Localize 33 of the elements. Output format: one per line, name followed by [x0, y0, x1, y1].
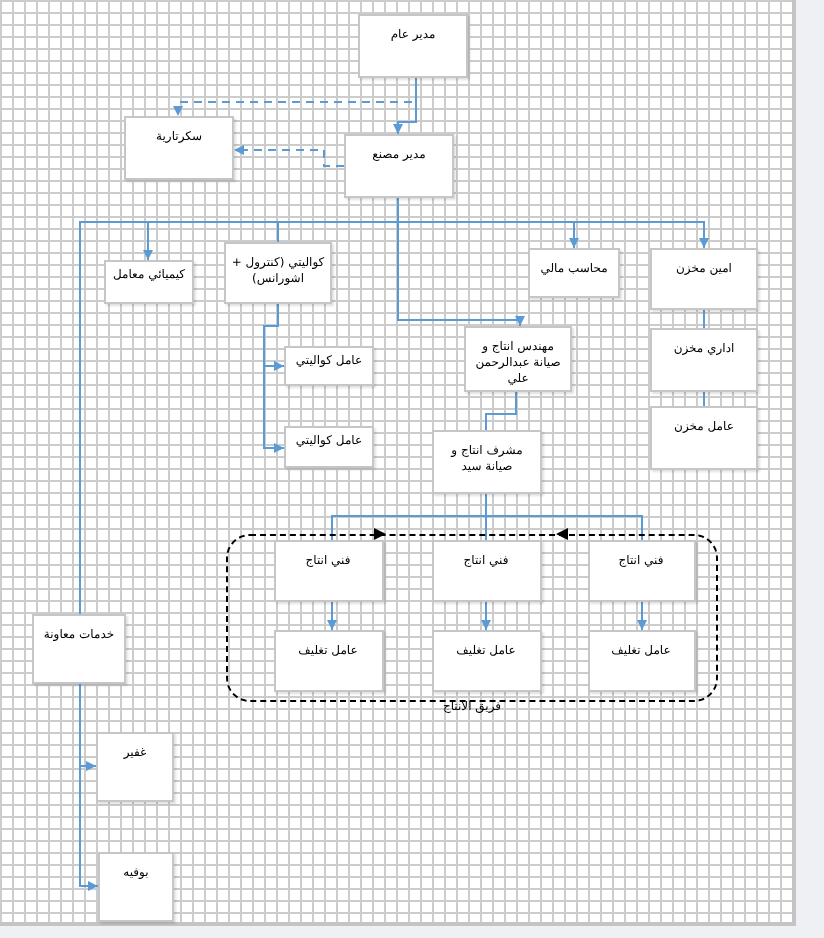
org-box [358, 14, 468, 78]
org-box [650, 406, 758, 470]
org-box [431, 539, 541, 601]
org-box [96, 732, 174, 802]
org-box [464, 326, 572, 392]
connector-arrow [637, 601, 647, 631]
org-box [224, 242, 332, 304]
org-box [650, 248, 758, 310]
org-box [344, 134, 454, 198]
connector-arrow [79, 683, 99, 891]
org-box [104, 260, 194, 304]
connector-arrow [327, 601, 337, 631]
org-box [587, 539, 695, 601]
org-box [284, 426, 374, 468]
org-box [432, 430, 542, 494]
connector-arrow [233, 145, 345, 167]
connector-line [703, 309, 705, 329]
org-box [98, 852, 174, 922]
connector-arrow [263, 303, 285, 453]
connector-line [703, 391, 705, 407]
org-box [32, 614, 126, 684]
org-box [431, 629, 541, 691]
org-box [528, 248, 620, 298]
connector-arrow [481, 601, 491, 631]
connector-line [485, 391, 517, 431]
org-box [273, 539, 383, 601]
org-box [587, 629, 695, 691]
org-box [284, 346, 374, 386]
connector-arrow [173, 77, 417, 117]
org-box [650, 328, 758, 392]
org-box [124, 116, 234, 180]
org-box [273, 629, 383, 691]
connector-line [485, 493, 643, 541]
